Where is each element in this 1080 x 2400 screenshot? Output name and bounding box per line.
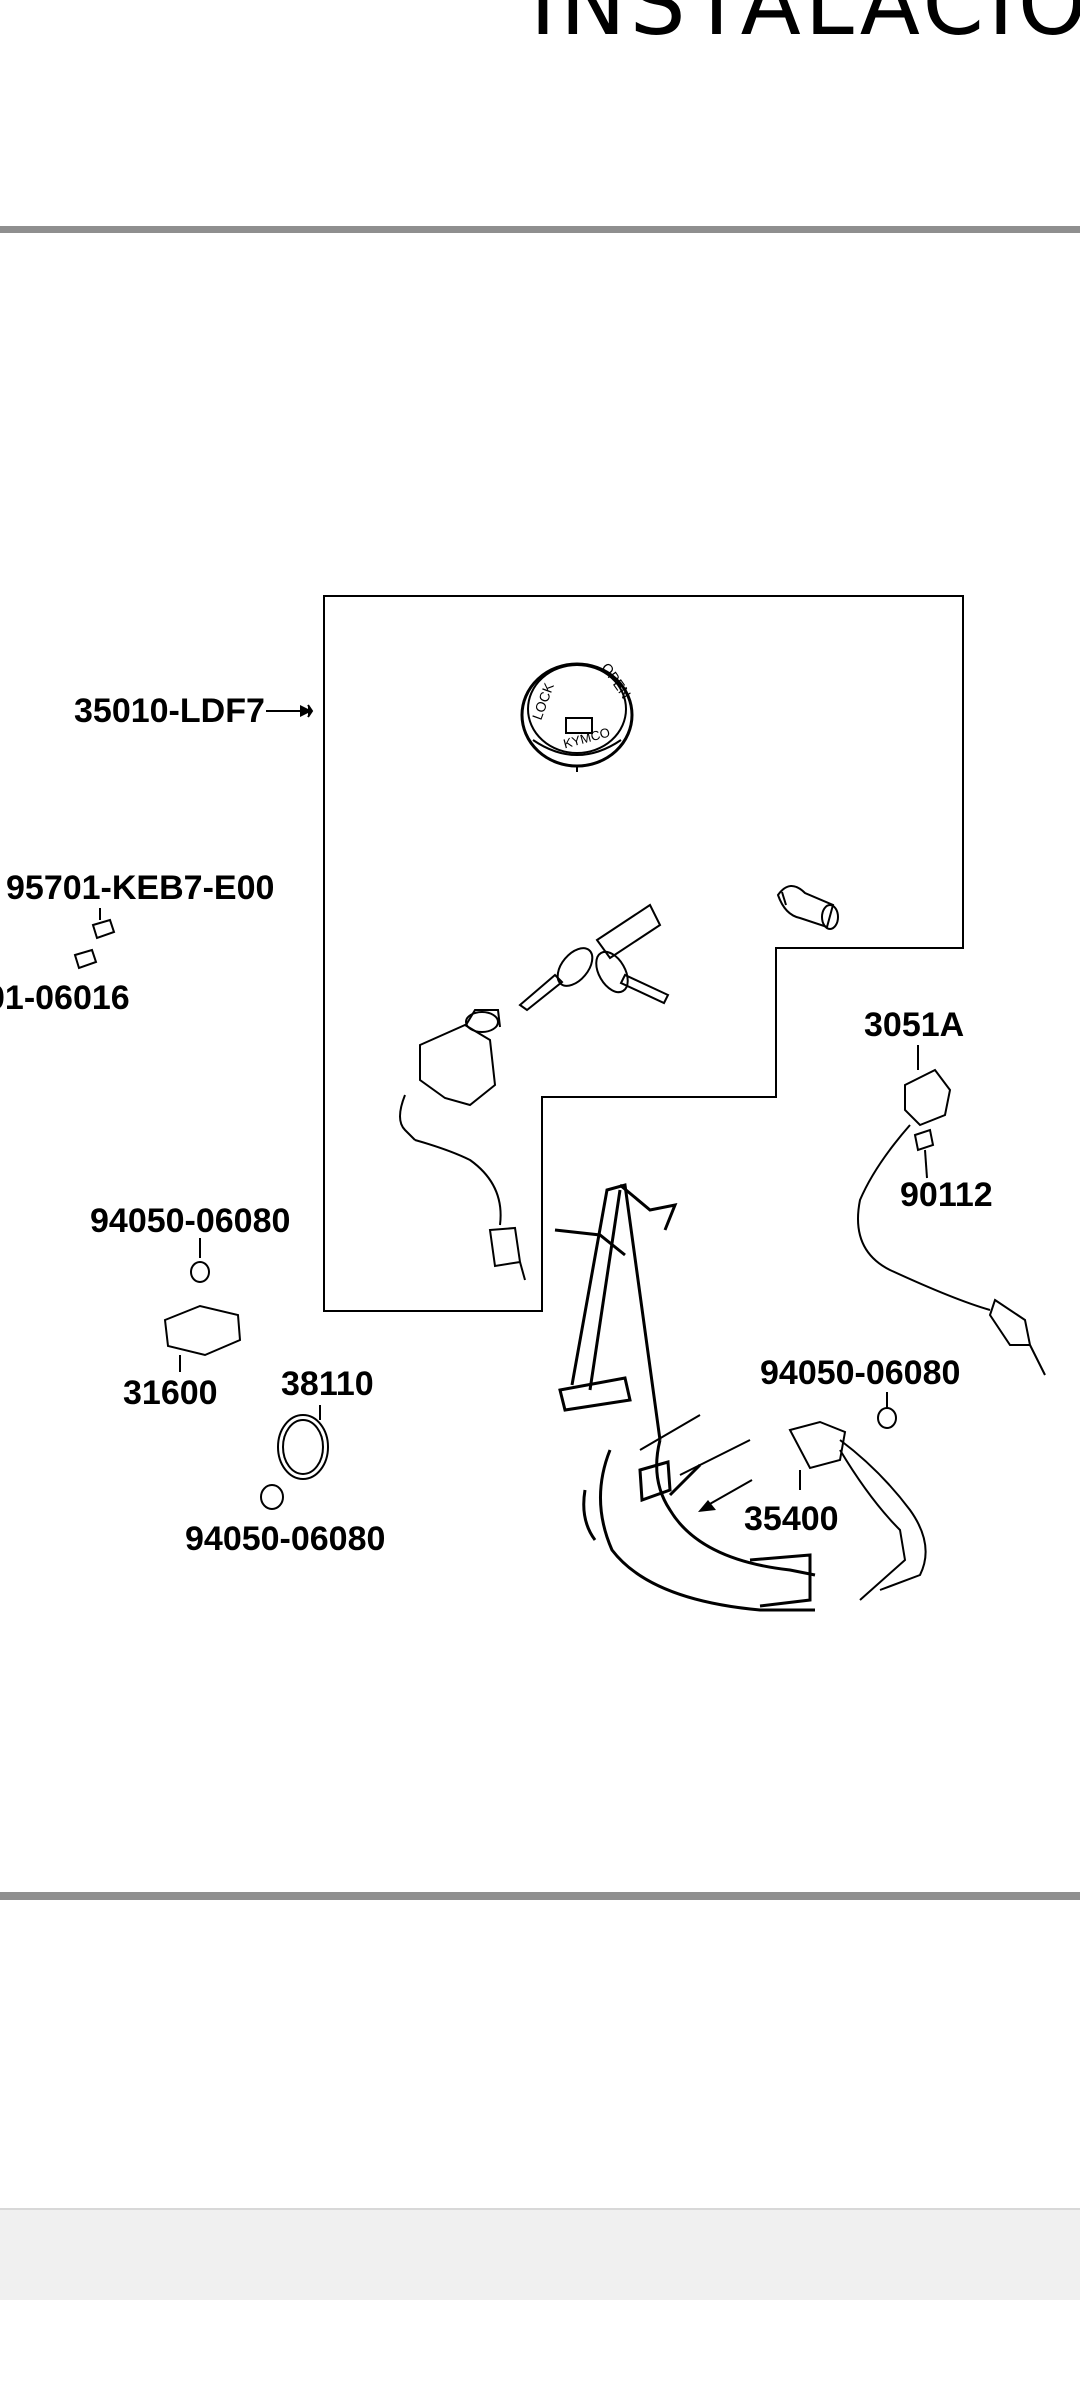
bolt-95701 (91, 908, 116, 940)
label-94050-06080-right: 94050-06080 (760, 1354, 961, 1392)
label-90112: 90112 (900, 1176, 993, 1214)
bottom-bar (0, 2208, 1080, 2300)
label-95701-keb7-e00: 95701-KEB7-E00 (6, 869, 275, 907)
bracket-35400 (788, 1420, 927, 1601)
frame-35400-area (554, 1183, 816, 1612)
label-35400: 35400 (744, 1500, 839, 1538)
top-divider (0, 226, 1080, 233)
cap-open-text: OPEN (598, 660, 634, 702)
page-title: INSTALACIÓ (530, 0, 1080, 55)
seat-lock-cap (520, 662, 634, 772)
cap-brand-text: KYMCO (562, 725, 612, 752)
seat-lock-cylinder (776, 885, 839, 930)
relay-31600 (163, 1304, 242, 1372)
ignition-keys (518, 903, 670, 1012)
bolt-90112 (913, 1128, 935, 1179)
label-94050-06080-bottom: 94050-06080 (185, 1520, 386, 1558)
kit-outline (323, 595, 964, 1312)
switch-3051a (857, 1045, 1046, 1376)
bottom-divider (0, 1892, 1080, 1900)
leader-frame-arrow (679, 1439, 751, 1476)
label-06016: 01-06016 (0, 979, 130, 1017)
label-38110: 38110 (281, 1365, 374, 1403)
bolt-06016 (73, 948, 98, 970)
nut-94050-right (877, 1407, 897, 1429)
nut-94050-left (190, 1261, 210, 1283)
label-94050-06080-left: 94050-06080 (90, 1202, 291, 1240)
parts-diagram: LOCK OPEN KYMCO (73, 595, 1046, 1612)
nut-94050-bottom (260, 1484, 284, 1510)
ignition-switch (399, 1009, 526, 1281)
label-3051a: 3051A (864, 1006, 965, 1044)
reflector-38110 (277, 1405, 329, 1480)
label-35010-ldf7: 35010-LDF7 (74, 692, 265, 730)
label-31600: 31600 (123, 1374, 218, 1412)
